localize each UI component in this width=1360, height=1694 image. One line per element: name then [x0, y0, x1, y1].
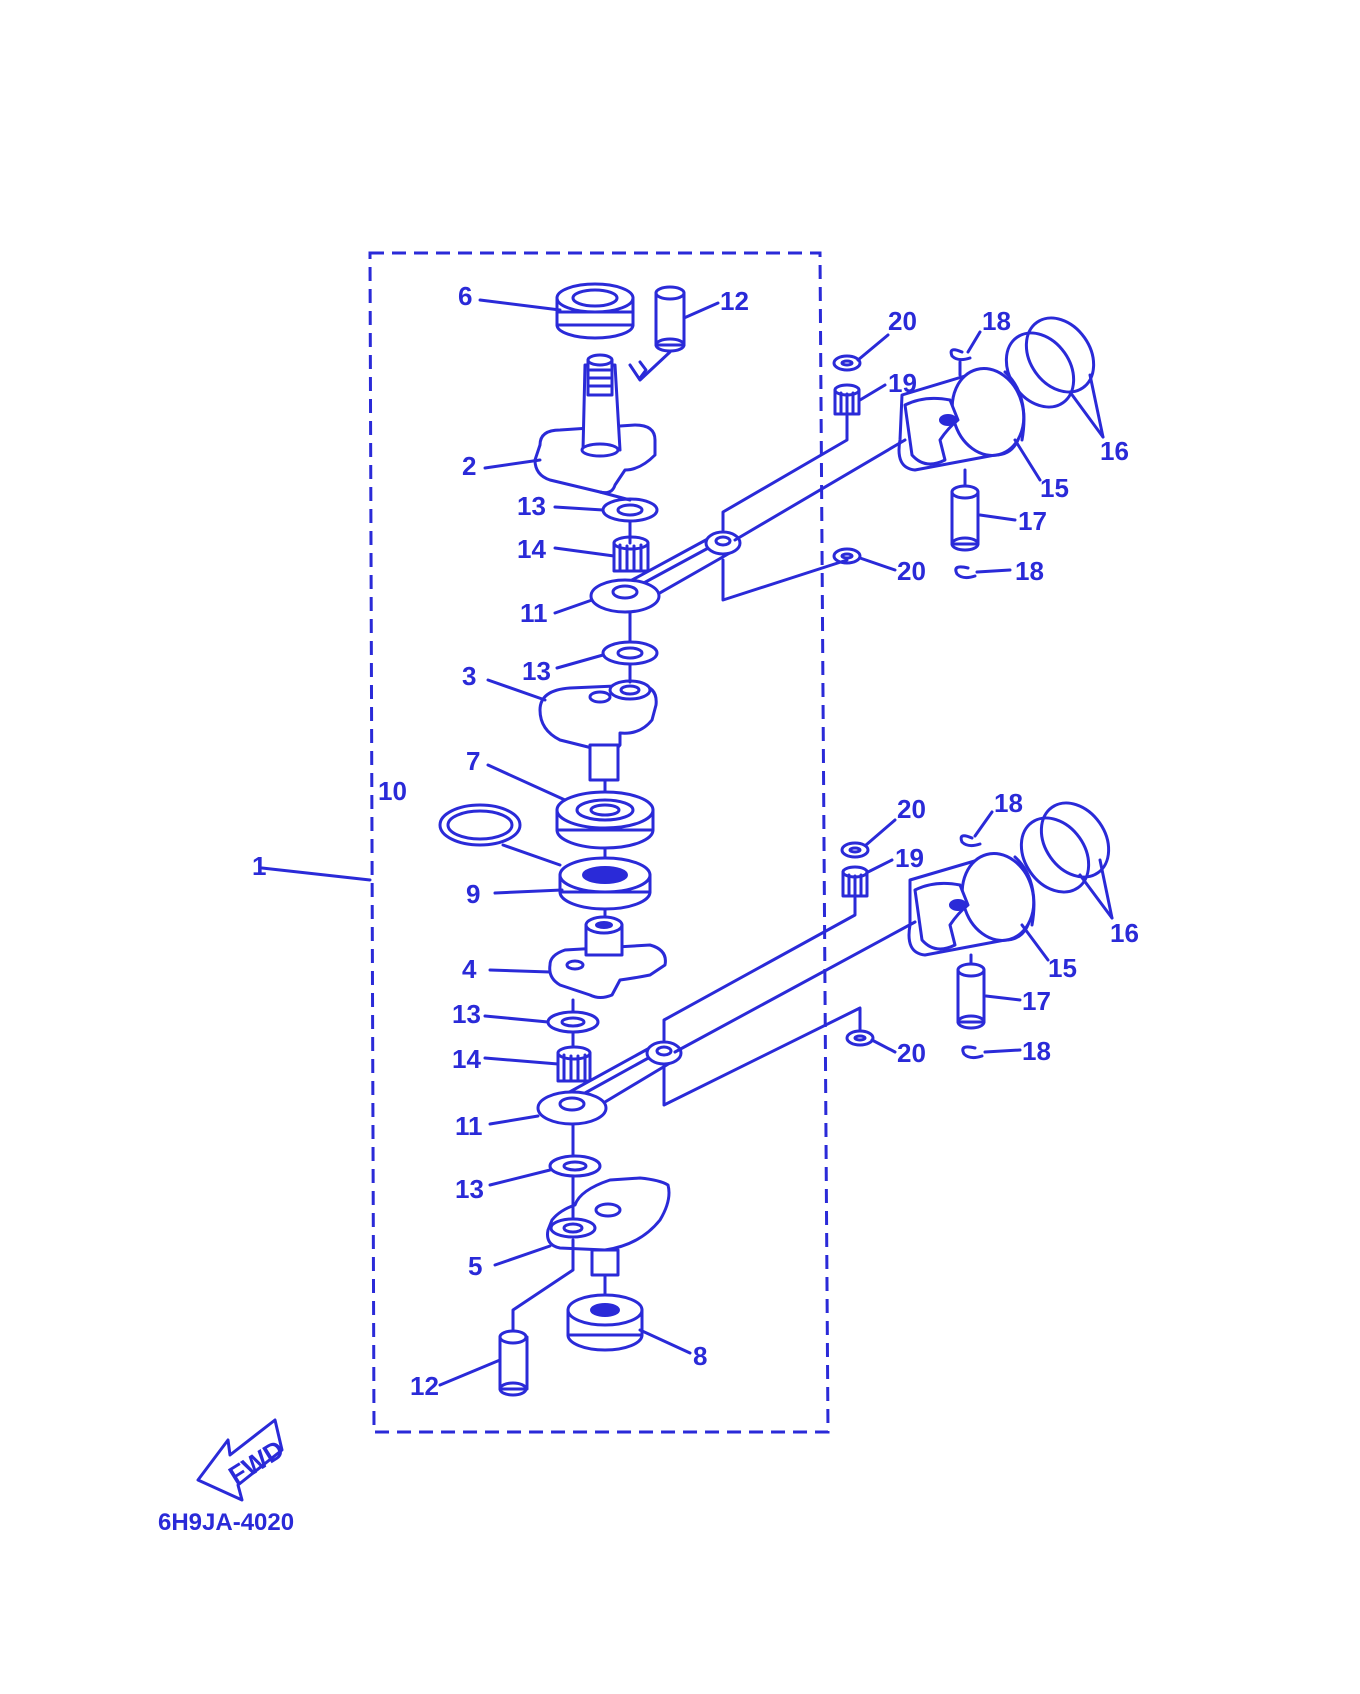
callout-13-c: 13: [452, 999, 481, 1029]
callout-4: 4: [462, 954, 477, 984]
callout-leader-lines: [260, 298, 1114, 1387]
part-6-top-bearing: [555, 282, 635, 340]
callout-12-top: 12: [720, 286, 749, 316]
part-13-lower-washer-a: [546, 1010, 600, 1034]
callout-19-top: 19: [888, 368, 917, 398]
callout-19-bottom: 19: [895, 843, 924, 873]
part-18-upper-clip-bottom: [954, 565, 977, 580]
callout-13-a: 13: [517, 491, 546, 521]
callout-11-top: 11: [520, 598, 548, 628]
callout-17-bottom: 17: [1022, 986, 1051, 1016]
part-8-bottom-bearing: [566, 1293, 644, 1352]
callout-14-top: 14: [517, 534, 546, 564]
assembly-guide-lines: [501, 350, 973, 1332]
callout-14-bottom: 14: [452, 1044, 481, 1074]
callout-10: 10: [378, 776, 407, 806]
callout-2: 2: [462, 451, 476, 481]
part-16-upper-piston-rings: [1004, 316, 1096, 409]
callout-15-top: 15: [1040, 473, 1069, 503]
fwd-arrow-icon: FWD: [196, 1418, 289, 1502]
part-13-lower-washer-b: [548, 1154, 602, 1178]
part-17-lower-piston-pin: [956, 962, 986, 1030]
callout-13-b: 13: [522, 656, 551, 686]
callout-11-bottom: 11: [455, 1111, 483, 1141]
part-11-upper-connecting-rod: [589, 530, 742, 614]
part-5-bottom-crank-web: [546, 1176, 671, 1277]
callout-18-c: 18: [994, 788, 1023, 818]
callout-17-top: 17: [1018, 506, 1047, 536]
callout-3: 3: [462, 661, 476, 691]
part-2-upper-crank-web: [533, 353, 657, 495]
part-4-lower-crank-web: [548, 915, 667, 999]
part-9-oil-seal: [558, 856, 652, 911]
callout-1: 1: [252, 851, 266, 881]
part-10-snap-ring: [438, 803, 522, 847]
part-17-upper-piston-pin: [950, 484, 980, 552]
callout-20-d: 20: [897, 1038, 926, 1068]
callout-12-bottom: 12: [410, 1371, 439, 1401]
part-13-upper-washer-a: [601, 497, 659, 523]
part-12-bottom-dowel-pin: [498, 1329, 529, 1397]
part-14-lower-needle-bearing: [556, 1045, 592, 1083]
part-19-lower-small-end-bearing: [841, 865, 869, 898]
callout-20-c: 20: [897, 794, 926, 824]
part-3-middle-crank-web: [538, 679, 658, 782]
part-12-top-dowel-pin: [654, 285, 686, 353]
callout-20-a: 20: [888, 306, 917, 336]
part-20-lower-washer-top: [840, 841, 870, 859]
callout-9: 9: [466, 879, 480, 909]
diagram-code: 6H9JA-4020: [158, 1509, 294, 1536]
part-15-upper-piston: [897, 367, 1026, 472]
callout-6: 6: [458, 281, 472, 311]
callout-16-bottom: 16: [1110, 918, 1139, 948]
callout-7: 7: [466, 746, 480, 776]
crankshaft-assembly-boundary: [368, 251, 830, 1434]
part-16-lower-piston-rings: [1019, 801, 1111, 894]
part-18-lower-clip-bottom: [961, 1045, 984, 1060]
part-19-upper-small-end-bearing: [833, 383, 861, 416]
part-20-lower-washer-bottom: [845, 1029, 875, 1047]
part-11-lower-connecting-rod: [536, 1040, 683, 1126]
part-7-center-bearing: [555, 790, 655, 850]
part-18-lower-clip-top: [959, 834, 982, 848]
part-20-upper-washer-bottom: [832, 547, 862, 565]
part-13-upper-washer-b: [601, 640, 659, 666]
callout-18-d: 18: [1022, 1036, 1051, 1066]
callout-13-d: 13: [455, 1174, 484, 1204]
part-15-lower-piston: [907, 852, 1036, 957]
callout-16-top: 16: [1100, 436, 1129, 466]
callout-20-b: 20: [897, 556, 926, 586]
callout-8: 8: [693, 1341, 707, 1371]
callout-5: 5: [468, 1251, 482, 1281]
callout-15-bottom: 15: [1048, 953, 1077, 983]
callout-18-a: 18: [982, 306, 1011, 336]
callout-18-b: 18: [1015, 556, 1044, 586]
part-20-upper-washer-top: [832, 354, 862, 372]
part-18-upper-clip-top: [949, 348, 972, 362]
